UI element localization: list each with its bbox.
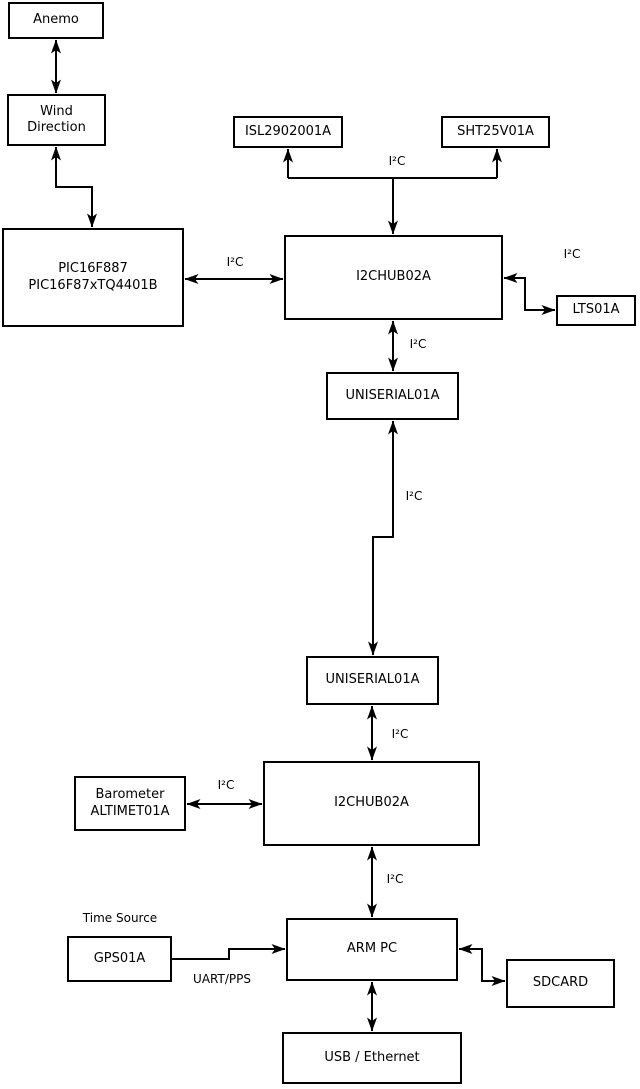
edge-gps-armpc [172,944,286,960]
node-pic: PIC16F887 PIC16F87xTQ4401B [2,228,184,327]
node-sdcard: SDCARD [506,959,615,1008]
node-sht25v01a: SHT25V01A [441,116,550,148]
node-barometer: Barometer ALTIMET01A [74,776,186,831]
node-arm-pc: ARM PC [286,918,458,981]
edge-label-i2c-hub2-armpc: I²C [385,872,405,886]
edge-label-i2c-hub-uniserial: I²C [408,337,428,351]
edge-label-i2c-sensor-branch: I²C [387,154,407,168]
node-barometer-label: Barometer ALTIMET01A [90,787,170,819]
node-uniserial-top: UNISERIAL01A [326,372,459,420]
node-i2chub-top-label: I2CHUB02A [356,269,431,285]
node-pic-label: PIC16F887 PIC16F87xTQ4401B [28,261,158,293]
node-gps01a: GPS01A [67,936,172,982]
edge-i2chub-top-lts [503,273,556,315]
node-sht25v01a-label: SHT25V01A [457,123,534,139]
edge-label-i2c-uniserial-hub2: I²C [390,727,410,741]
edge-label-time-source: Time Source [81,911,159,925]
node-usb-ethernet: USB / Ethernet [282,1032,462,1084]
edge-label-i2c-pic-hub: I²C [225,255,245,269]
node-lts01a: LTS01A [556,295,636,326]
node-i2chub-bottom-label: I2CHUB02A [334,795,409,811]
node-wind-direction: Wind Direction [7,94,106,146]
edge-wind-pic [51,146,97,228]
edge-armpc-sdcard [458,944,506,986]
node-i2chub-bottom: I2CHUB02A [263,761,480,846]
node-lts01a-label: LTS01A [572,302,620,318]
node-usb-ethernet-label: USB / Ethernet [324,1049,420,1065]
edge-label-i2c-uniserial-link: I²C [404,489,424,503]
node-isl2902001a: ISL2902001A [233,116,343,148]
edge-uniserial-top-uniserial-bottom [368,420,398,656]
node-uniserial-bottom-label: UNISERIAL01A [325,672,420,688]
edge-label-i2c-hub-lts: I²C [562,247,582,261]
node-i2chub-top: I2CHUB02A [284,235,503,320]
node-arm-pc-label: ARM PC [346,941,398,957]
node-uniserial-bottom: UNISERIAL01A [306,656,439,705]
node-anemo-label: Anemo [33,12,79,28]
node-uniserial-top-label: UNISERIAL01A [345,387,440,403]
node-gps01a-label: GPS01A [93,950,146,966]
edge-label-uart-pps: UART/PPS [192,972,252,986]
node-isl2902001a-label: ISL2902001A [244,123,332,139]
node-wind-direction-label: Wind Direction [27,103,86,135]
edge-label-i2c-barometer-hub2: I²C [216,778,236,792]
node-sdcard-label: SDCARD [532,975,589,991]
node-anemo: Anemo [8,2,104,39]
